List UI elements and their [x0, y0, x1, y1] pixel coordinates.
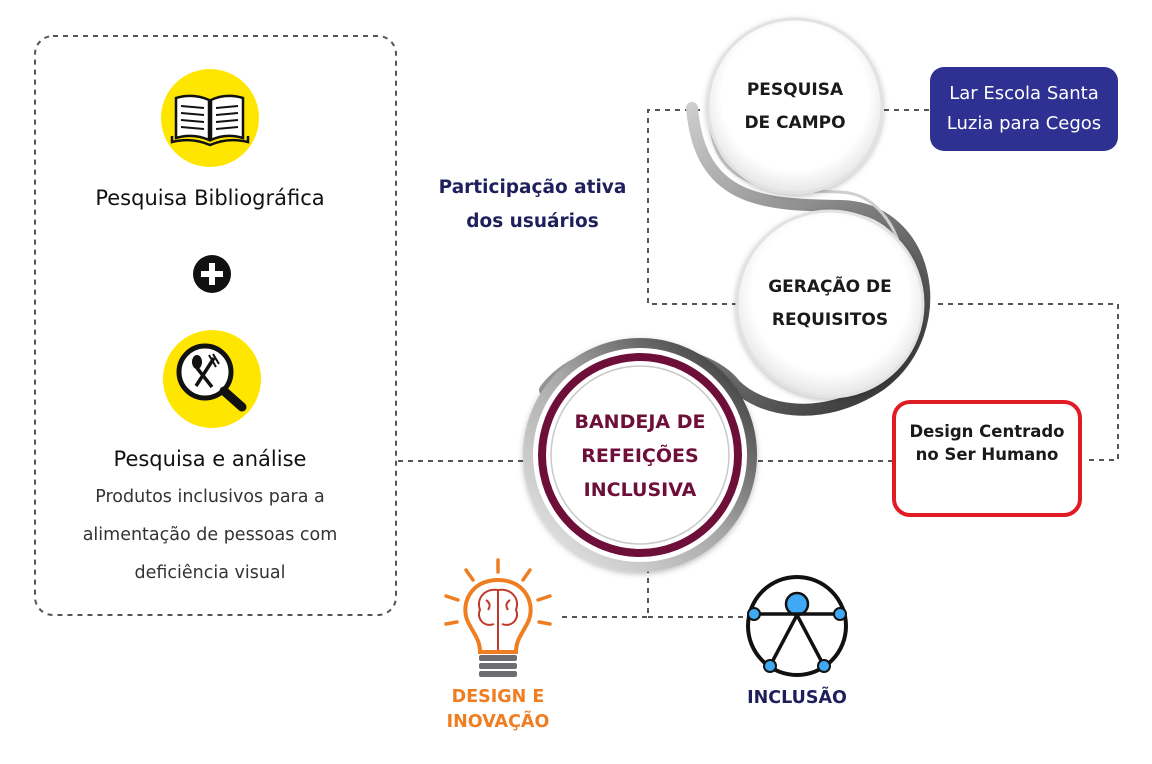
requirements-circle	[735, 209, 925, 399]
lightbulb-brain-icon	[444, 558, 552, 677]
lar-escola-box: Lar Escola Santa Luzia para Cegos	[930, 67, 1118, 151]
inclusive-tray-line: BANDEJA DE	[574, 411, 706, 433]
inclusive-tray-line: REFEIÇÕES	[581, 445, 699, 467]
design-innovation-label: DESIGN E INOVAÇÃO	[418, 685, 578, 735]
analysis-description-line: deficiência visual	[134, 563, 286, 583]
field-research-line: DE CAMPO	[744, 113, 846, 133]
field-research-label: PESQUISA DE CAMPO	[715, 74, 875, 140]
inclusion-label: INCLUSÃO	[747, 688, 847, 708]
field-research-circle	[706, 17, 884, 195]
connector-lines	[398, 109, 1119, 618]
connector-req-hcd	[938, 303, 1119, 461]
lar-escola-line: Luzia para Cegos	[946, 113, 1102, 134]
requirements-line: REQUISITOS	[771, 310, 889, 330]
left-panel-frame	[34, 35, 397, 616]
requirements-line: GERAÇÃO DE	[768, 277, 892, 297]
lar-escola-line: Lar Escola Santa	[949, 83, 1099, 104]
analysis-description: Produtos inclusivos para a alimentação d…	[40, 478, 380, 592]
user-participation-line: Participação ativa	[438, 177, 627, 198]
human-centered-design-line: Design Centrado	[909, 422, 1065, 441]
human-centered-design-box: Design Centrado no Ser Humano	[892, 400, 1082, 517]
inclusive-tray-line: INCLUSIVA	[583, 479, 697, 501]
design-innovation-line: INOVAÇÃO	[446, 712, 550, 732]
inclusive-tray-label: BANDEJA DE REFEIÇÕES INCLUSIVA	[550, 405, 730, 507]
center-core	[550, 365, 730, 545]
plus-icon	[193, 255, 231, 293]
analysis-description-line: Produtos inclusivos para a	[95, 487, 325, 507]
analysis-description-line: alimentação de pessoas com	[82, 525, 338, 545]
design-innovation-line: DESIGN E	[451, 687, 545, 707]
connector-loop-left	[647, 109, 742, 305]
field-research-line: PESQUISA	[746, 80, 844, 100]
human-centered-design-line: no Ser Humano	[915, 445, 1059, 464]
accessibility-icon	[746, 575, 848, 677]
user-participation-label: Participação ativa dos usuários	[410, 171, 655, 239]
user-participation-line: dos usuários	[466, 211, 599, 232]
bibliographic-research-title: Pesquisa Bibliográfica	[95, 186, 325, 210]
requirements-label: GERAÇÃO DE REQUISITOS	[740, 271, 920, 337]
magnifier-fork-spoon-icon	[163, 330, 261, 428]
open-book-icon	[161, 69, 259, 167]
analysis-research-title: Pesquisa e análise	[113, 447, 307, 471]
